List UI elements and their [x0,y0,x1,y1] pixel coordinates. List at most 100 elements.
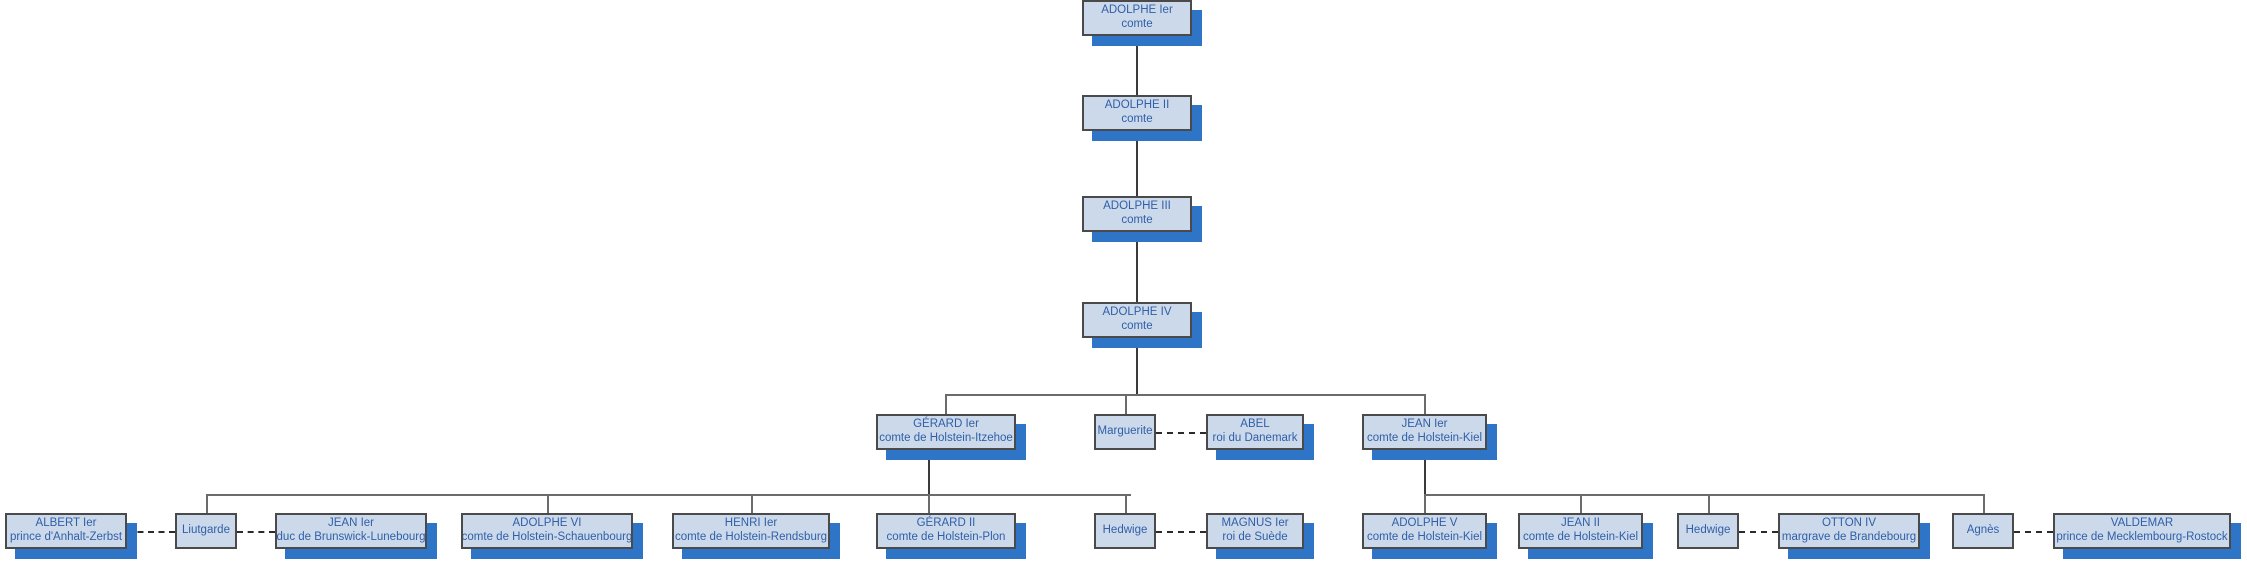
node-agnes[interactable]: Agnès [1952,513,2014,549]
node-title: roi de Suède [1222,531,1288,543]
node-title: comte de Holstein-Rendsburg [674,531,828,543]
connector-gerard1-bus [928,450,930,495]
node-title: comte [1121,214,1153,226]
drop-henri1 [751,494,753,513]
marriage-albert1-liutgarde [127,531,175,533]
node-title: comte [1121,18,1153,30]
connector-adolphe1-adolphe2 [1136,36,1138,95]
node-liutgarde[interactable]: Liutgarde [175,513,237,549]
node-name: HENRI Ier [724,517,778,530]
node-title: comte de Holstein-Kiel [1522,531,1639,543]
node-name: OTTON IV [1821,517,1877,530]
node-title: comte [1121,320,1153,332]
node-title: duc de Brunswick-Lunebourg [276,531,426,543]
node-name: GÉRARD II [916,517,976,530]
bus-jean1-children [1424,494,1984,496]
node-name: MAGNUS Ier [1221,517,1289,530]
node-name: Hedwige [1102,524,1148,537]
bus-adolphe4-children [945,394,1425,396]
node-name: Hedwige [1685,524,1731,537]
node-name: Agnès [1966,524,2000,537]
drop-jean2 [1580,494,1582,513]
node-name: ADOLPHE II [1104,99,1170,112]
node-face[interactable]: Marguerite [1094,414,1156,450]
connector-adolphe3-adolphe4 [1136,232,1138,302]
node-title: comte [1121,113,1153,125]
drop-gerard1 [945,394,947,414]
node-name: VALDEMAR [2110,517,2174,530]
bus-gerard1-children [206,494,1131,496]
node-title: comte de Holstein-Plon [886,531,1006,543]
node-face[interactable]: Hedwige [1094,513,1156,549]
node-hedwige2[interactable]: Hedwige [1677,513,1739,549]
node-title: prince d'Anhalt-Zerbst [9,531,123,543]
marriage-agnes-valdemar [2014,531,2053,533]
drop-liutgarde [206,494,208,513]
node-face[interactable]: Hedwige [1677,513,1739,549]
node-name: ADOLPHE VI [512,517,582,530]
connector-adolphe4-bus [1136,338,1138,395]
node-title: comte de Holstein-Schauenbourg [461,531,633,543]
marriage-marguerite-abel [1156,432,1206,434]
drop-hedwige1 [1125,494,1127,513]
node-name: JEAN Ier [1401,418,1448,431]
node-title: prince de Mecklembourg-Rostock [2056,531,2228,543]
drop-agnes [1983,494,1985,513]
node-name: ALBERT Ier [35,517,97,530]
node-name: Marguerite [1097,425,1153,438]
drop-marguerite [1125,394,1127,414]
node-hedwige1[interactable]: Hedwige [1094,513,1156,549]
marriage-liutgarde-jean1brunswick [237,531,275,533]
node-name: ABEL [1240,418,1270,431]
drop-gerard2 [928,494,930,513]
node-face[interactable]: Liutgarde [175,513,237,549]
node-name: ADOLPHE V [1391,517,1458,530]
drop-adolphe6 [547,494,549,513]
drop-hedwige2 [1708,494,1710,513]
node-name: Liutgarde [182,524,230,537]
connector-adolphe2-adolphe3 [1136,131,1138,196]
node-face[interactable]: Agnès [1952,513,2014,549]
drop-jean1 [1424,394,1426,414]
node-marguerite[interactable]: Marguerite [1094,414,1156,450]
connector-jean1-bus [1424,450,1426,495]
node-name: GÉRARD Ier [913,418,979,431]
node-name: JEAN Ier [327,517,374,530]
node-title: comte de Holstein-Kiel [1366,531,1483,543]
